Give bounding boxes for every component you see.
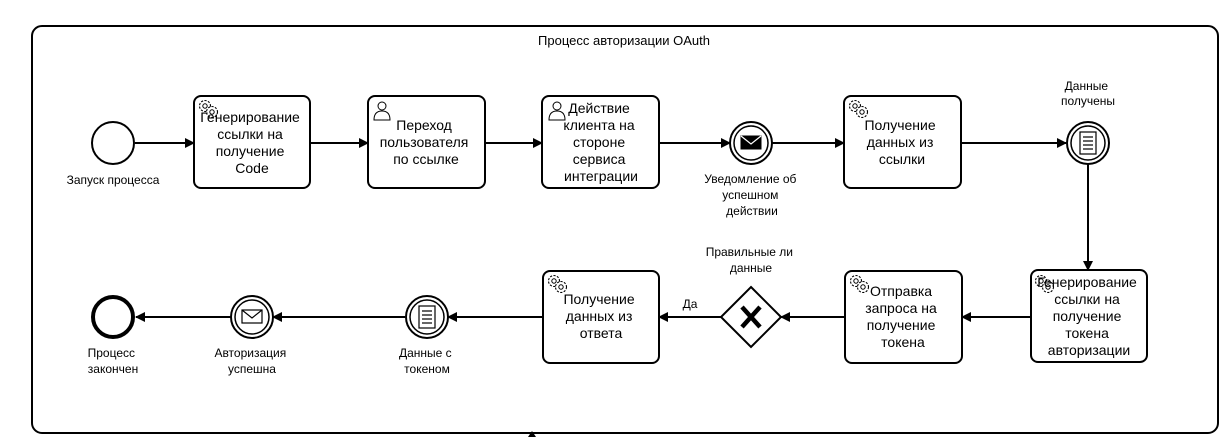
event-success-notification-label: Уведомление об [704,172,796,186]
event-auth-success-label: Авторизация [214,346,286,360]
task-gen-link-token-line: токена [1065,325,1109,341]
task-send-token-request-line: Отправка [870,283,932,299]
event-token-data-inner [409,299,445,335]
service-task-gear-icon [855,105,869,119]
task-client-action-line: стороне [573,134,625,150]
task-client-action [541,95,660,189]
task-client-action-line: сервиса [573,151,626,167]
task-send-token-request-line: получение [867,317,936,333]
event-data-received-label: получены [1061,94,1115,108]
svg-text:Отправка запроса на по: Отправка запроса на получение токена [865,283,940,350]
task-get-response-data-line: данных из [566,308,633,324]
conditional-document-icon [1079,131,1097,155]
svg-text:Уведомление об успешном: Уведомление об успешном действии [704,172,799,218]
task-send-token-request-line: запроса на [865,300,937,316]
flow-yes-label: Да [683,297,698,311]
end-event-label: Процесс [88,346,135,360]
task-get-link-data-line: Получение [864,117,935,133]
event-success-notification-inner [733,125,769,161]
end-event [91,295,135,339]
task-gen-link-code-line: Code [235,160,269,176]
svg-text:Правильные ли данные: Правильные ли данные [706,245,797,275]
service-task-gear-icon [856,280,870,294]
svg-text:Получение данных из сс: Получение данных из ссылки [864,117,939,167]
task-gen-link-code-line: получение [216,143,285,159]
event-auth-success-inner [234,299,270,335]
pool-title: Процесс авторизации OAuth [538,33,710,48]
svg-text:Генерирование ссылки на: Генерирование ссылки на получение токена… [1037,274,1140,358]
svg-text:Данные получены: Данные получены [1061,79,1115,108]
task-gen-link-token-line: авторизации [1048,342,1130,358]
task-client-action-line: Действие [568,100,630,116]
gateway-x-icon [740,305,762,329]
task-gen-link-code [193,95,311,189]
task-get-link-data [843,95,962,189]
process-pool [31,25,1219,434]
task-get-link-data-line: ссылки [879,151,925,167]
task-get-response-data-line: Получение [563,291,634,307]
svg-text:Данные с токеном: Данные с токеном [399,346,455,376]
task-send-token-request [844,270,963,364]
sequence-flows [135,138,1093,322]
gateway-label: данные [730,261,773,275]
svg-text:Генерирование ссылки на: Генерирование ссылки на получение Code [200,109,303,176]
event-auth-success-label: успешна [228,362,276,376]
event-success-notification-label: успешном [722,188,778,202]
task-gen-link-token-line: ссылки на [1054,291,1120,307]
svg-text:Действие клиента на ст: Действие клиента на стороне сервиса инте… [563,100,638,184]
event-data-received-inner [1070,125,1106,161]
pool-bottom-marker [528,431,536,437]
task-client-action-line: интеграции [564,168,638,184]
task-follow-link-line: по ссылке [393,151,459,167]
task-follow-link [367,95,486,189]
task-gen-link-token [1030,269,1148,363]
task-get-response-data-line: ответа [580,325,623,341]
end-event-label: закончен [88,362,138,376]
task-get-link-data-line: данных из [867,134,934,150]
event-success-notification-label: действии [726,204,778,218]
task-gen-link-code-line: ссылки на [217,126,283,142]
task-follow-link-line: пользователя [380,134,469,150]
start-event [91,121,135,165]
message-envelope-icon [241,309,263,324]
task-send-token-request-line: токена [881,334,925,350]
task-client-action-line: клиента на [563,117,634,133]
svg-text:Получение данных из от: Получение данных из ответа [563,291,638,341]
gateway-label: Правильные ли [706,245,793,259]
event-token-data-label: токеном [404,362,450,376]
task-gen-link-token-line: получение [1053,308,1122,324]
event-data-received-label: Данные [1065,79,1109,93]
message-envelope-icon [740,135,762,150]
svg-text:Процесс закончен: Процесс закончен [88,346,139,376]
task-follow-link-line: Переход [396,117,452,133]
svg-text:Авторизация успешна: Авторизация успешна [214,346,289,376]
conditional-document-icon [418,305,436,329]
task-get-response-data [542,270,660,364]
event-token-data-label: Данные с [399,346,452,360]
start-event-label: Запуск процесса [67,173,160,187]
task-gen-link-token-line: Генерирование [1037,274,1137,290]
svg-text:Переход пользователя п: Переход пользователя по ссылке [380,117,473,167]
task-gen-link-code-line: Генерирование [200,109,300,125]
